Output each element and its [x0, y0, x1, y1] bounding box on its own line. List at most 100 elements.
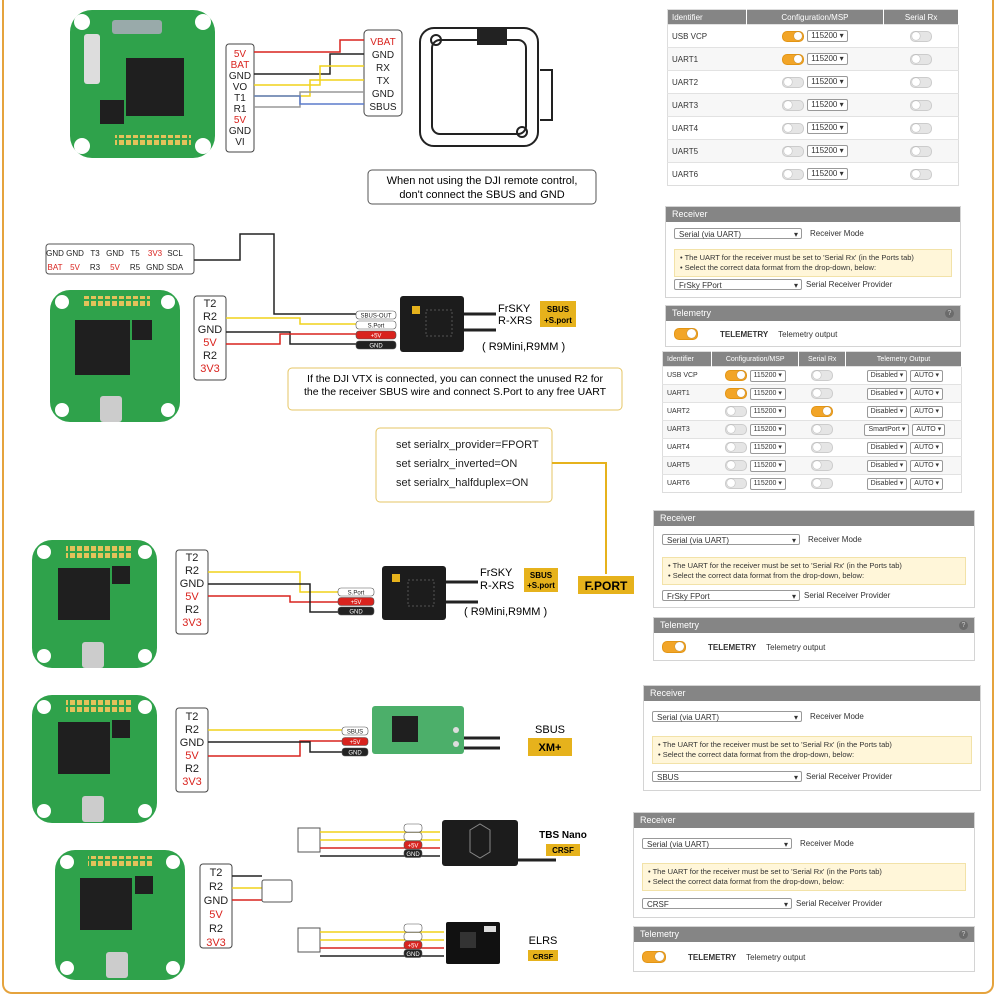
- msp-toggle[interactable]: [724, 388, 747, 399]
- msp-cell: 115200: [746, 116, 884, 140]
- serial-rx-toggle[interactable]: [811, 406, 834, 417]
- telemetry-baud-select[interactable]: AUTO: [912, 423, 946, 436]
- telemetry-select[interactable]: Disabled: [866, 441, 908, 454]
- provider-select[interactable]: CRSF: [642, 898, 792, 910]
- pad-label: SBUS: [369, 102, 397, 113]
- telemetry-select[interactable]: Disabled: [866, 387, 908, 400]
- msp-toggle[interactable]: [724, 370, 747, 381]
- receiver-mode-select[interactable]: Serial (via UART): [674, 228, 802, 240]
- baud-select[interactable]: 115200: [807, 145, 848, 157]
- receiver-title: Receiver: [654, 511, 974, 526]
- baud-select[interactable]: 115200: [749, 423, 786, 436]
- section5-fc-wires: [232, 875, 262, 901]
- baud-select[interactable]: 115200: [807, 76, 848, 88]
- rx-models-2: ( R9Mini,R9MM ): [482, 341, 565, 353]
- receiver-mode-select[interactable]: Serial (via UART): [642, 838, 792, 850]
- serial-rx-toggle[interactable]: [811, 478, 834, 489]
- telemetry-baud-select[interactable]: AUTO: [910, 441, 944, 454]
- msp-cell: 115200: [746, 24, 884, 48]
- telemetry-name: TELEMETRY: [708, 642, 757, 652]
- header-pin: GND: [146, 263, 164, 272]
- serial-rx-toggle[interactable]: [909, 145, 932, 157]
- header-pin: GND: [46, 249, 64, 258]
- msp-toggle[interactable]: [782, 145, 805, 157]
- serial-rx-toggle[interactable]: [909, 99, 932, 111]
- serial-rx-cell: [798, 420, 846, 439]
- receiver-panel-2: Receiver Serial (via UART) Receiver Mode…: [653, 510, 975, 608]
- serial-rx-toggle[interactable]: [909, 30, 932, 42]
- serial-rx-toggle[interactable]: [811, 388, 834, 399]
- msp-toggle[interactable]: [724, 478, 747, 489]
- baud-select[interactable]: 115200: [807, 99, 848, 111]
- serial-rx-toggle[interactable]: [811, 370, 834, 381]
- msp-toggle[interactable]: [724, 460, 747, 471]
- provider-label: Serial Receiver Provider: [806, 280, 893, 289]
- msp-cell: 115200: [746, 47, 884, 71]
- telemetry-select[interactable]: Disabled: [866, 459, 908, 472]
- msp-toggle[interactable]: [782, 168, 805, 180]
- baud-select[interactable]: 115200: [749, 459, 786, 472]
- pad-label: GND: [372, 50, 394, 61]
- baud-select[interactable]: 115200: [807, 122, 848, 134]
- telemetry-toggle[interactable]: [642, 951, 666, 963]
- port-identifier: UART5: [667, 139, 747, 163]
- msp-toggle[interactable]: [724, 406, 747, 417]
- pad-label: GND: [180, 737, 205, 749]
- port-row: UART4115200DisabledAUTO: [662, 438, 962, 457]
- serial-rx-toggle[interactable]: [909, 168, 932, 180]
- serial-rx-toggle[interactable]: [811, 424, 834, 435]
- baud-select[interactable]: 115200: [749, 477, 786, 490]
- baud-select[interactable]: 115200: [749, 441, 786, 454]
- msp-toggle[interactable]: [724, 442, 747, 453]
- receiver-mode-select[interactable]: Serial (via UART): [652, 711, 802, 723]
- serial-rx-toggle[interactable]: [909, 53, 932, 65]
- baud-select[interactable]: 115200: [749, 387, 786, 400]
- baud-select[interactable]: 115200: [749, 405, 786, 418]
- header-pin: BAT: [48, 263, 63, 272]
- telemetry-baud-select[interactable]: AUTO: [910, 459, 944, 472]
- help-icon[interactable]: ?: [945, 309, 954, 318]
- msp-toggle[interactable]: [782, 30, 805, 42]
- msp-toggle[interactable]: [724, 424, 747, 435]
- baud-select[interactable]: 115200: [807, 168, 848, 180]
- msp-toggle[interactable]: [782, 53, 805, 65]
- dji-note-line1: When not using the DJI remote control,: [387, 175, 578, 187]
- header-pin: GND: [66, 249, 84, 258]
- telemetry-select[interactable]: Disabled: [866, 369, 908, 382]
- baud-select[interactable]: 115200: [807, 30, 848, 42]
- telemetry-toggle[interactable]: [662, 641, 686, 653]
- telemetry-baud-select[interactable]: AUTO: [910, 477, 944, 490]
- serial-rx-toggle[interactable]: [909, 122, 932, 134]
- rx-pad: [355, 320, 397, 330]
- help-icon[interactable]: ?: [959, 930, 968, 939]
- msp-toggle[interactable]: [782, 76, 805, 88]
- help-icon[interactable]: ?: [959, 621, 968, 630]
- msp-toggle[interactable]: [782, 122, 805, 134]
- msp-toggle[interactable]: [782, 99, 805, 111]
- serial-rx-toggle[interactable]: [909, 76, 932, 88]
- telemetry-baud-select[interactable]: AUTO: [910, 405, 944, 418]
- telemetry-select[interactable]: Disabled: [866, 477, 908, 490]
- provider-select[interactable]: SBUS: [652, 771, 802, 783]
- receiver-mode-select[interactable]: Serial (via UART): [662, 534, 800, 546]
- fport-badge-text: F.PORT: [585, 579, 628, 593]
- receiver-note-line1: • The UART for the receiver must be set …: [680, 253, 914, 262]
- receiver-panel-1: Receiver Serial (via UART) Receiver Mode…: [665, 206, 961, 298]
- rx-pad: [341, 737, 369, 746]
- baud-select[interactable]: 115200: [807, 53, 848, 65]
- telemetry-select[interactable]: Disabled: [866, 405, 908, 418]
- provider-select[interactable]: FrSky FPort: [662, 590, 800, 602]
- telemetry-select[interactable]: SmartPort: [864, 423, 910, 436]
- serial-rx-toggle[interactable]: [811, 442, 834, 453]
- telemetry-cell: DisabledAUTO: [845, 402, 962, 421]
- telemetry-toggle[interactable]: [674, 328, 698, 340]
- serial-rx-toggle[interactable]: [811, 460, 834, 471]
- telemetry-baud-select[interactable]: AUTO: [910, 369, 944, 382]
- provider-select[interactable]: FrSky FPort: [674, 279, 802, 291]
- baud-select[interactable]: 115200: [749, 369, 786, 382]
- telemetry-baud-select[interactable]: AUTO: [910, 387, 944, 400]
